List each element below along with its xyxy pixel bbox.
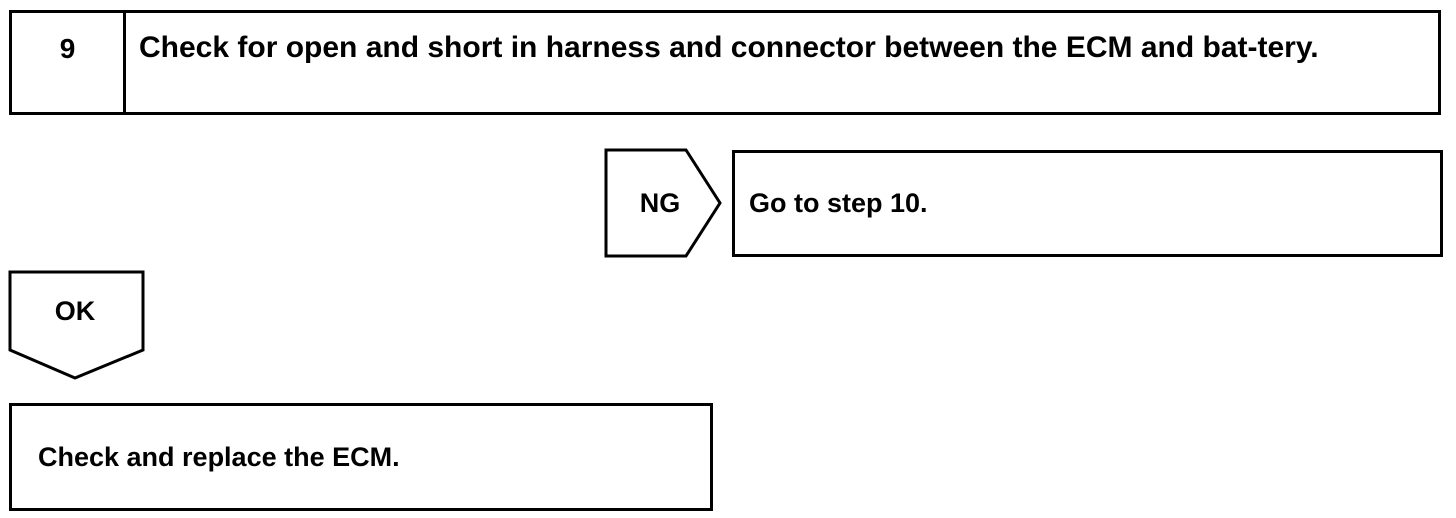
ok-label: OK (54, 296, 96, 326)
ng-branch-tag: NG (604, 148, 722, 258)
ok-arrow-shape (8, 270, 145, 380)
ng-result-box: Go to step 10. (732, 150, 1443, 257)
ok-branch-tag: OK (8, 270, 146, 380)
ok-action-text: Check and replace the ECM. (38, 441, 400, 472)
ng-result-text: Go to step 10. (749, 188, 928, 218)
ok-action-box: Check and replace the ECM. (9, 403, 713, 511)
step-box: 9 Check for open and short in harness an… (9, 10, 1441, 115)
step-number: 9 (12, 13, 126, 112)
step-title-text: Check for open and short in harness and … (139, 31, 1319, 64)
step-title: Check for open and short in harness and … (139, 31, 1398, 65)
ng-arrow-shape (604, 148, 722, 258)
ng-label: NG (639, 187, 681, 218)
